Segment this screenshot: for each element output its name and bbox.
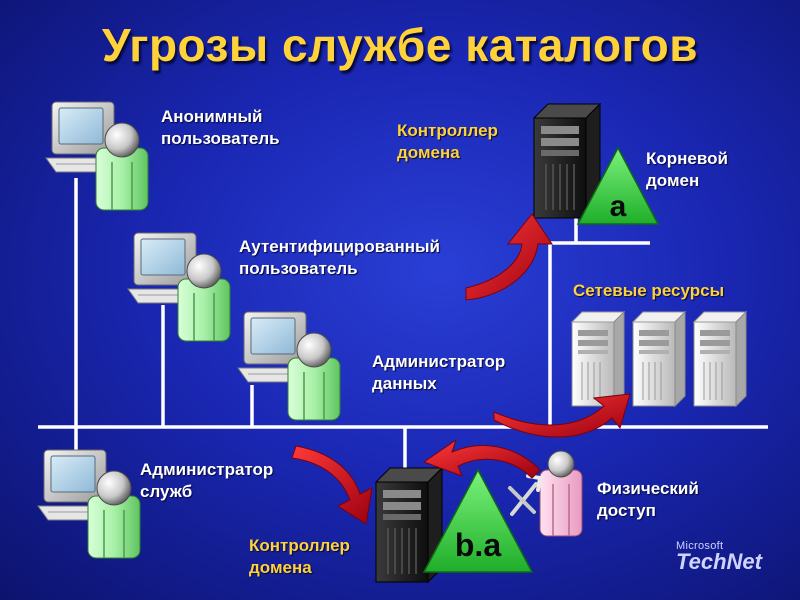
threat-arrows xyxy=(291,213,631,525)
anon-user-workstation-icon xyxy=(45,101,149,211)
service-admin-label-line2: служб xyxy=(140,482,193,501)
dc-top-label-line1: Контроллер xyxy=(397,121,498,140)
anon-user-label-line1: Анонимный xyxy=(161,107,263,126)
root-domain-badge-text: a xyxy=(610,190,627,223)
root-domain-label-line2: домен xyxy=(646,171,700,190)
root-domain-badge: a xyxy=(576,146,660,225)
technet-logo: Microsoft TechNet xyxy=(676,540,762,575)
brand-technet: TechNet xyxy=(676,549,762,574)
network-server-2-icon xyxy=(632,311,686,407)
arrow-service-admin-to-dc xyxy=(291,445,373,525)
data-admin-label-line2: данных xyxy=(372,374,437,393)
service-admin-label: Администратор служб xyxy=(140,459,273,503)
network-resources-label: Сетевые ресурсы xyxy=(573,281,725,300)
child-domain-badge-text: b.a xyxy=(455,527,501,563)
service-admin-label-line1: Администратор xyxy=(140,460,274,479)
anon-user-label-line2: пользователь xyxy=(161,129,280,148)
auth-user-label-line2: пользователь xyxy=(239,259,358,278)
child-domain-badge: b.a xyxy=(422,468,534,573)
tools-icon xyxy=(508,474,543,516)
network-server-3-icon xyxy=(693,311,747,407)
service-admin-workstation-icon xyxy=(37,449,141,559)
arrow-to-network-resources xyxy=(493,393,631,438)
anon-user-label: Анонимный пользователь xyxy=(161,106,280,150)
auth-user-label: Аутентифицированный пользователь xyxy=(239,236,440,280)
dc-bottom-label-line2: домена xyxy=(249,558,312,577)
network-server-1-icon xyxy=(571,311,625,407)
physical-access-label-line1: Физический xyxy=(597,479,699,498)
brand-microsoft: Microsoft xyxy=(676,540,724,552)
arrow-to-dc-top xyxy=(465,213,553,301)
dc-top-label: Контроллер домена xyxy=(397,120,498,164)
root-domain-label-line1: Корневой xyxy=(646,149,728,168)
auth-user-workstation-icon xyxy=(127,232,231,342)
dc-bottom-label-line1: Контроллер xyxy=(249,536,350,555)
arrow-physical-to-dc xyxy=(422,438,541,479)
dc-bottom-label: Контроллер домена xyxy=(249,535,350,579)
physical-access-person-icon xyxy=(539,450,583,537)
data-admin-label-line1: Администратор xyxy=(372,352,506,371)
auth-user-label-line1: Аутентифицированный xyxy=(239,237,440,256)
dc-top-label-line2: домена xyxy=(397,143,460,162)
data-admin-label: Администратор данных xyxy=(372,351,505,395)
network-lines xyxy=(38,178,768,480)
page-title: Угрозы службе каталогов xyxy=(101,19,699,71)
physical-access-label-line2: доступ xyxy=(597,501,656,520)
physical-access-label: Физический доступ xyxy=(597,478,699,522)
root-domain-label: Корневой домен xyxy=(646,148,728,192)
